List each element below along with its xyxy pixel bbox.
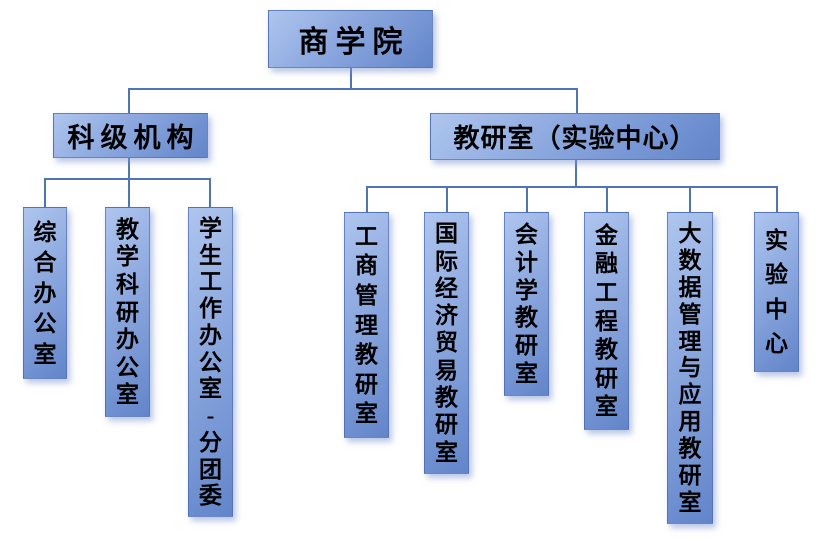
connector <box>128 158 130 179</box>
node-teaching-research-offices: 教研室（实验中心） <box>430 113 720 160</box>
connector <box>576 88 578 114</box>
node-experiment-center-label: 实验中心 <box>765 228 788 356</box>
node-section-level-orgs-label: 科级机构 <box>67 123 200 153</box>
node-teaching-research-admin-office: 教学科研办公室 <box>105 207 150 417</box>
connector <box>44 178 211 180</box>
node-accounting-dept-label: 会计学教研室 <box>515 221 538 387</box>
node-financial-engineering-dept: 金融工程教研室 <box>584 212 629 430</box>
node-business-school-label: 商学院 <box>298 26 410 59</box>
connector <box>366 186 778 188</box>
connector <box>366 186 368 213</box>
connector <box>128 178 130 208</box>
connector <box>128 88 578 90</box>
node-big-data-dept-label: 大数据管理与应用教研室 <box>678 220 702 515</box>
node-business-school: 商学院 <box>268 10 433 68</box>
node-big-data-dept: 大数据管理与应用教研室 <box>667 212 713 524</box>
node-accounting-dept: 会计学教研室 <box>504 212 549 396</box>
connector <box>350 68 352 89</box>
connector <box>689 186 691 213</box>
connector <box>128 88 130 114</box>
node-general-office: 综合办公室 <box>23 207 67 379</box>
node-section-level-orgs: 科级机构 <box>53 113 208 158</box>
connector <box>446 186 448 213</box>
node-student-affairs-office-label: 学生工作办公室-分团委 <box>199 215 222 509</box>
connector <box>606 186 608 213</box>
node-financial-engineering-dept-label: 金融工程教研室 <box>595 222 618 420</box>
node-intl-econ-trade-dept: 国际经济贸易教研室 <box>424 212 469 474</box>
connector <box>209 178 211 208</box>
node-teaching-research-offices-label: 教研室（实验中心） <box>453 124 697 153</box>
connector <box>575 160 577 187</box>
connector <box>776 186 778 213</box>
node-experiment-center: 实验中心 <box>754 212 799 372</box>
node-teaching-research-admin-office-label: 教学科研办公室 <box>116 216 139 408</box>
node-intl-econ-trade-dept-label: 国际经济贸易教研室 <box>435 221 458 465</box>
connector <box>526 186 528 213</box>
node-general-office-label: 综合办公室 <box>33 219 57 367</box>
node-business-admin-dept: 工商管理教研室 <box>344 212 389 438</box>
node-business-admin-dept-label: 工商管理教研室 <box>355 223 378 427</box>
node-student-affairs-office: 学生工作办公室-分团委 <box>188 207 233 517</box>
connector <box>44 178 46 208</box>
